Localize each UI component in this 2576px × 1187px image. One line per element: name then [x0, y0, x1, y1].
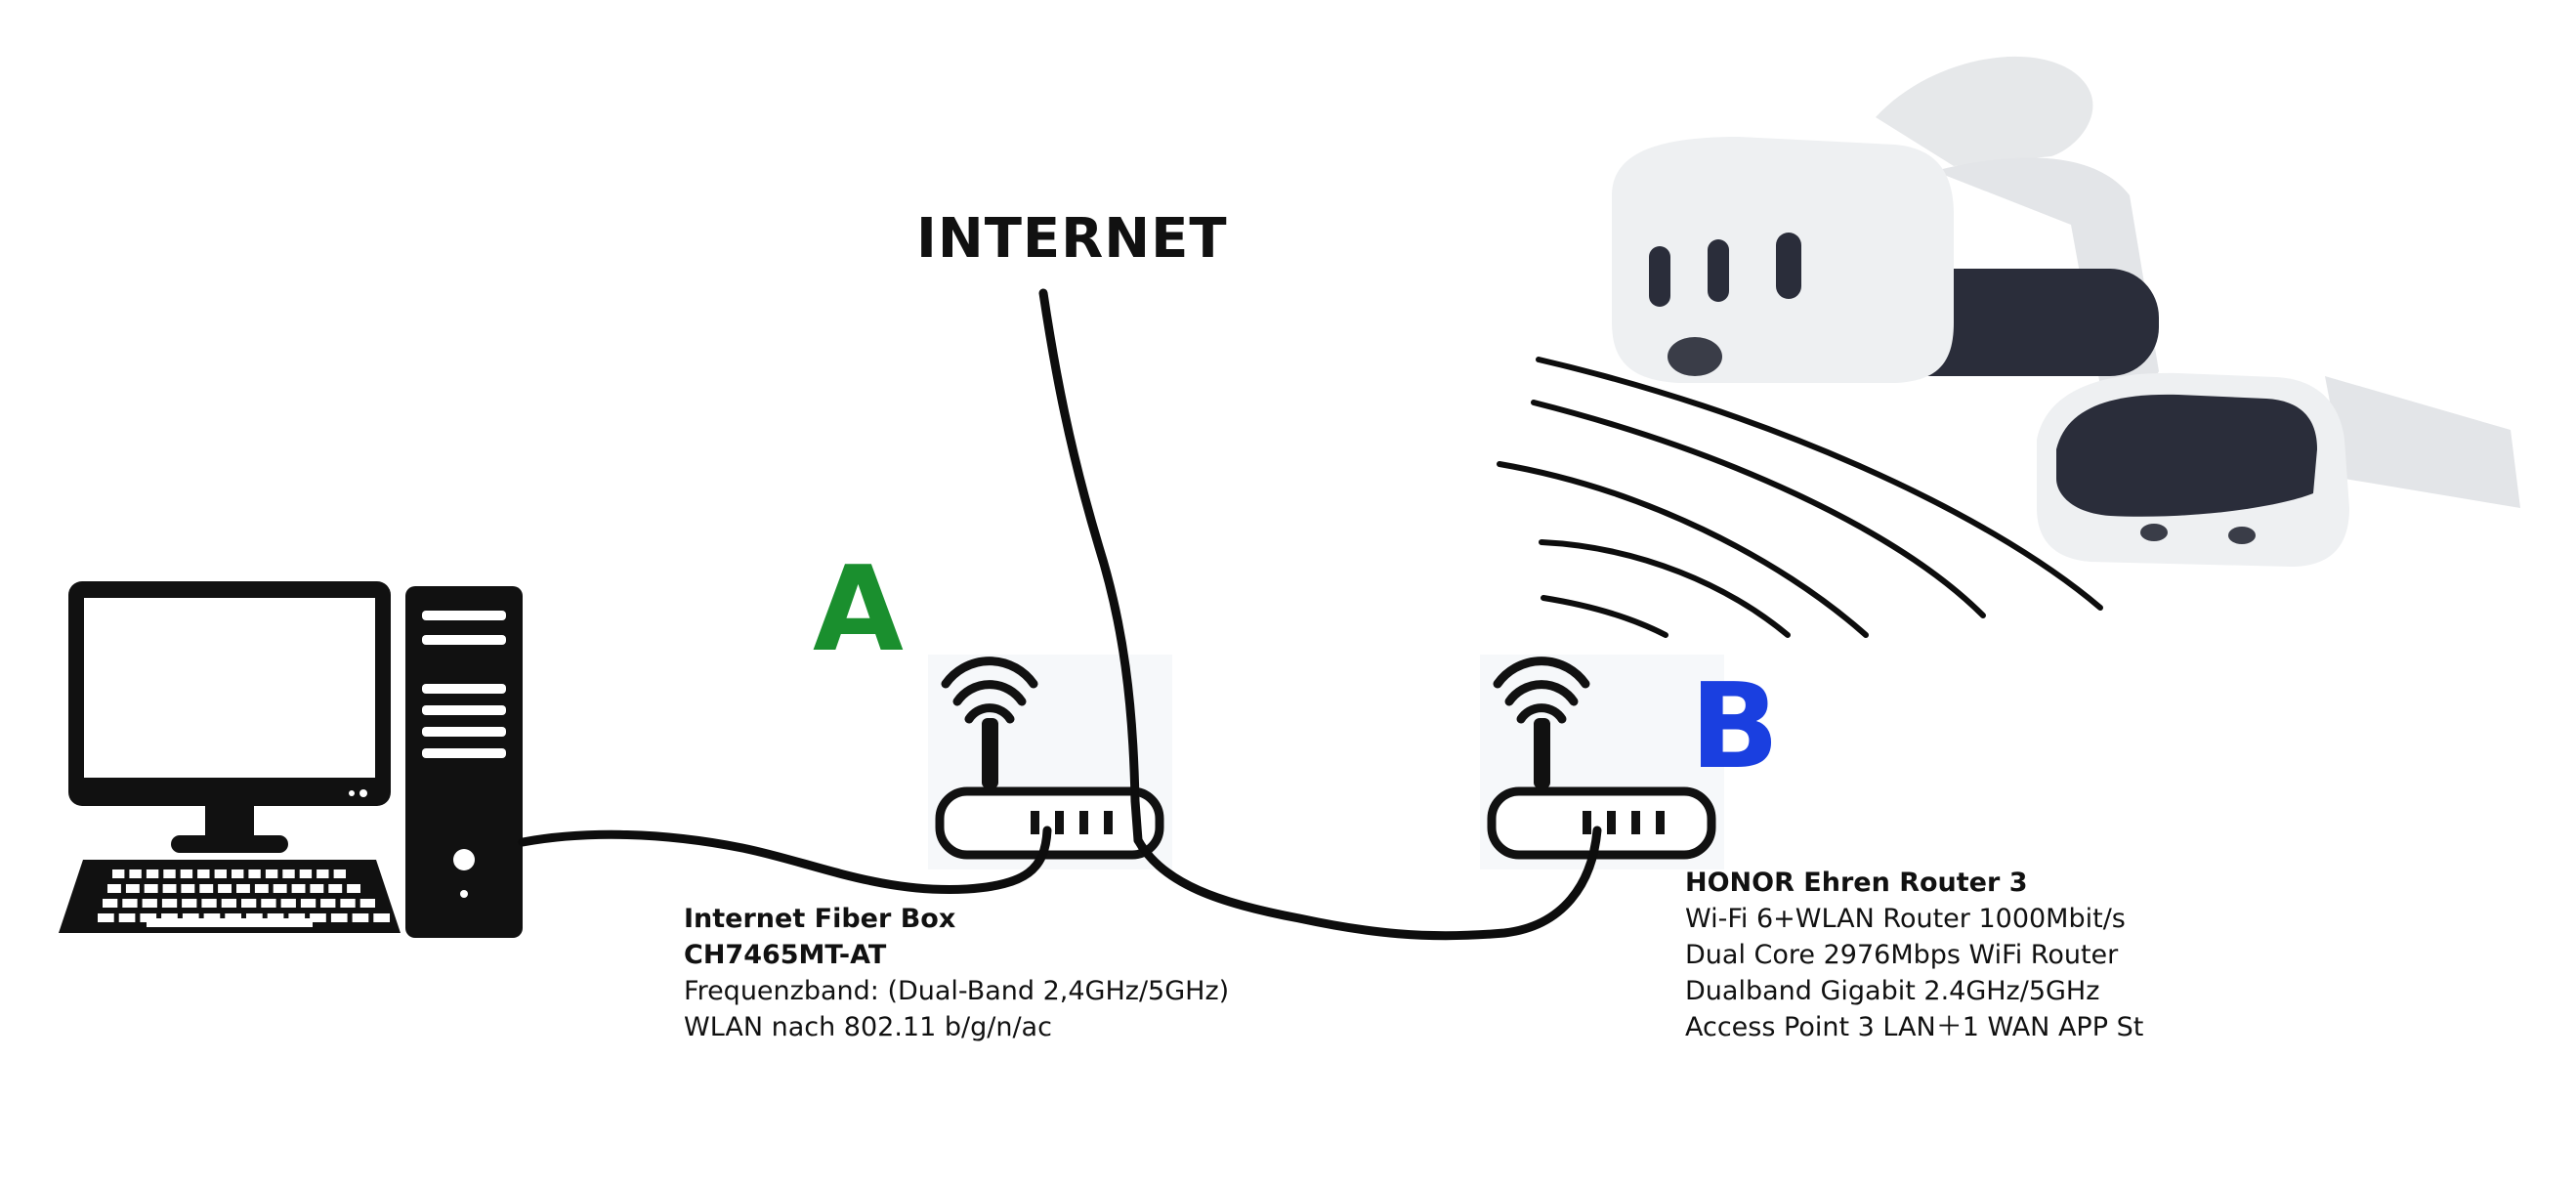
keyboard-key: [282, 869, 295, 878]
desktop-computer-icon: [59, 581, 523, 938]
keyboard-key: [265, 869, 278, 878]
keyboard-key: [163, 869, 176, 878]
keyboard-key: [288, 913, 306, 922]
keyboard-key: [122, 899, 138, 908]
keyboard-key: [201, 899, 217, 908]
router-a-letter: A: [813, 542, 904, 678]
keyboard-key: [181, 884, 195, 893]
internet-label: INTERNET: [916, 207, 1228, 271]
router-b-line3: Dualband Gigabit 2.4GHz/5GHz: [1685, 976, 2100, 1006]
keyboard-key: [248, 869, 261, 878]
keyboard-key: [340, 899, 356, 908]
keyboard-key: [300, 899, 317, 908]
keyboard-key: [359, 899, 375, 908]
keyboard-key: [129, 869, 142, 878]
keyboard-key: [352, 913, 369, 922]
router-b-name: HONOR Ehren Router 3: [1685, 868, 2028, 898]
internet-cable: [1038, 288, 1143, 845]
keyboard-key: [125, 884, 140, 893]
keyboard-key: [98, 913, 114, 922]
keyboard-icon: [59, 860, 401, 933]
keyboard-key: [347, 884, 360, 893]
keyboard-key: [112, 869, 125, 878]
router-b-line1: Wi-Fi 6+WLAN Router 1000Mbit/s: [1685, 904, 2126, 934]
router-b-letter: B: [1690, 659, 1780, 795]
keyboard-key: [373, 913, 390, 922]
keyboard-key: [299, 869, 313, 878]
router-a-line2: WLAN nach 802.11 b/g/n/ac: [684, 1012, 1052, 1042]
router-b-info: HONOR Ehren Router 3 Wi-Fi 6+WLAN Router…: [1685, 865, 2143, 1045]
router-a-to-router-b-cable: [1133, 826, 1602, 941]
keyboard-key: [146, 869, 159, 878]
keyboard-key: [267, 913, 284, 922]
keyboard-key: [197, 869, 210, 878]
keyboard-key: [320, 899, 336, 908]
keyboard-key: [142, 899, 157, 908]
keyboard-key: [232, 869, 244, 878]
keyboard-key: [225, 913, 241, 922]
keyboard-key: [180, 869, 193, 878]
vr-headset-icon: [2037, 372, 2520, 567]
keyboard-spacebar: [147, 918, 313, 927]
keyboard-key: [144, 884, 158, 893]
router-a-info: Internet Fiber Box CH7465MT-AT Frequenzb…: [684, 901, 1229, 1045]
keyboard-key: [333, 869, 346, 878]
keyboard-key: [107, 884, 121, 893]
keyboard-key: [280, 899, 296, 908]
keyboard-key: [273, 884, 287, 893]
keyboard-key: [330, 913, 348, 922]
keyboard-key: [310, 913, 326, 922]
keyboard-key: [182, 899, 197, 908]
router-a-line1: Frequenzband: (Dual-Band 2,4GHz/5GHz): [684, 976, 1230, 1006]
keyboard-key: [203, 913, 221, 922]
keyboard-key: [161, 899, 178, 908]
wifi-icon: [1493, 657, 1590, 724]
keyboard-key: [221, 899, 236, 908]
tower-icon: [405, 586, 523, 938]
keyboard-key: [328, 884, 343, 893]
computer-to-router-a-cable: [518, 826, 1052, 895]
monitor-icon: [68, 581, 391, 853]
router-b-icon: [1480, 655, 1724, 869]
keyboard-key: [162, 884, 177, 893]
wireless-signal-icon: [1497, 357, 2103, 638]
keyboard-key: [214, 869, 227, 878]
router-a-model: CH7465MT-AT: [684, 940, 887, 970]
keyboard-key: [241, 899, 257, 908]
keyboard-key: [103, 899, 118, 908]
router-b-line4: Access Point 3 LAN＋1 WAN APP St: [1685, 1012, 2144, 1042]
keyboard-key: [118, 913, 136, 922]
router-b-line2: Dual Core 2976Mbps WiFi Router: [1685, 940, 2119, 970]
keyboard-key: [140, 913, 157, 922]
vr-headset-icon: [1612, 56, 2159, 391]
keyboard-key: [261, 899, 276, 908]
keyboard-key: [161, 913, 178, 922]
keyboard-key: [310, 884, 324, 893]
keyboard-key: [199, 884, 214, 893]
keyboard-key: [182, 913, 199, 922]
keyboard-key: [218, 884, 232, 893]
wifi-icon: [941, 657, 1038, 724]
keyboard-key: [317, 869, 329, 878]
keyboard-key: [246, 913, 263, 922]
router-a-name: Internet Fiber Box: [684, 904, 956, 934]
keyboard-key: [291, 884, 306, 893]
keyboard-key: [236, 884, 250, 893]
keyboard-key: [254, 884, 269, 893]
